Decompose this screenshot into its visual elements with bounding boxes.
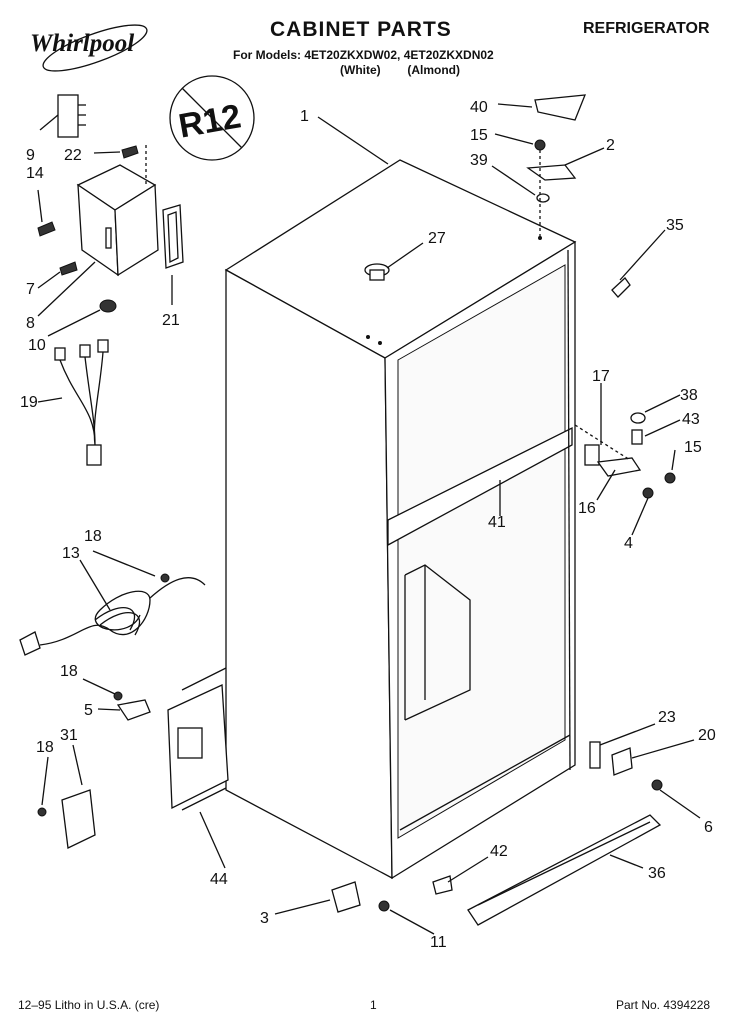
part-11-screw (378, 900, 390, 912)
cabinet-body (224, 159, 577, 880)
callout-14: 14 (26, 165, 44, 182)
part-15-screw (534, 139, 546, 151)
callout-8: 8 (26, 315, 35, 332)
callout-3: 3 (260, 910, 269, 927)
part-13-power-cord (19, 573, 206, 656)
callout-39: 39 (470, 152, 488, 169)
category-label: REFRIGERATOR (583, 20, 710, 37)
callout-11: 11 (430, 934, 447, 951)
callout-13: 13 (62, 545, 80, 562)
callout-7: 7 (26, 281, 35, 298)
footer-part-number: Part No. 4394228 (616, 998, 711, 1012)
part-44-panel (167, 667, 229, 811)
brand-swoosh (42, 24, 148, 72)
callout-18-b: 18 (60, 663, 78, 680)
callout-18-c: 18 (36, 739, 54, 756)
lower-hinge-assembly (589, 741, 663, 791)
models-line: For Models: 4ET20ZKXDW02, 4ET20ZKXDN02 (233, 48, 494, 62)
r12-badge: R12 (169, 75, 255, 161)
callout-16: 16 (578, 500, 596, 517)
part-18-screw (113, 691, 123, 701)
part-35-cover (611, 277, 631, 298)
part-2-hinge (526, 164, 577, 181)
callout-27: 27 (428, 230, 446, 247)
leader-lines (37, 103, 701, 935)
callout-22: 22 (64, 147, 82, 164)
callout-15-mid: 15 (684, 439, 702, 456)
callout-9: 9 (26, 147, 35, 164)
part-3-roller (331, 881, 361, 913)
r12-text: R12 (176, 97, 244, 145)
callout-40: 40 (470, 99, 488, 116)
callout-21: 21 (162, 312, 180, 329)
center-hinge-assembly (574, 412, 676, 499)
part-18-screw-lower (37, 807, 47, 817)
part-27-plug (364, 263, 390, 281)
callout-1: 1 (300, 108, 309, 125)
callout-2: 2 (606, 137, 615, 154)
colors-line: (White) (Almond) (340, 63, 460, 77)
page-title: CABINET PARTS (270, 18, 452, 41)
callout-17: 17 (592, 368, 610, 385)
callout-23: 23 (658, 709, 676, 726)
callout-19: 19 (20, 394, 38, 411)
callout-42: 42 (490, 843, 508, 860)
callout-18-a: 18 (84, 528, 102, 545)
part-42-clip (432, 875, 453, 895)
brand-logo: Whirlpool (30, 30, 135, 57)
callout-labels: 1 2 3 4 5 6 7 8 9 10 11 13 14 15 15 16 1… (20, 99, 716, 951)
part-40-hinge-cap (534, 94, 587, 121)
part-36-toe-grille (467, 814, 662, 926)
callout-15-top: 15 (470, 127, 488, 144)
callout-43: 43 (682, 411, 700, 428)
callout-10: 10 (28, 337, 46, 354)
callout-41: 41 (488, 514, 506, 531)
callout-4: 4 (624, 535, 633, 552)
part-31-cover (61, 789, 96, 849)
callout-38: 38 (680, 387, 698, 404)
callout-35: 35 (666, 217, 684, 234)
electrical-control-box (37, 94, 184, 313)
callout-44: 44 (210, 871, 228, 888)
part-39-washer (536, 193, 550, 203)
callout-31: 31 (60, 727, 78, 744)
footer-litho: 12–95 Litho in U.S.A. (cre) (18, 998, 160, 1012)
part-5-clamp (116, 699, 151, 721)
callout-20: 20 (698, 727, 716, 744)
part-19-wire-harness (54, 339, 109, 466)
callout-5: 5 (84, 702, 93, 719)
callout-6: 6 (704, 819, 713, 836)
footer-page-number: 1 (370, 998, 377, 1012)
callout-36: 36 (648, 865, 666, 882)
